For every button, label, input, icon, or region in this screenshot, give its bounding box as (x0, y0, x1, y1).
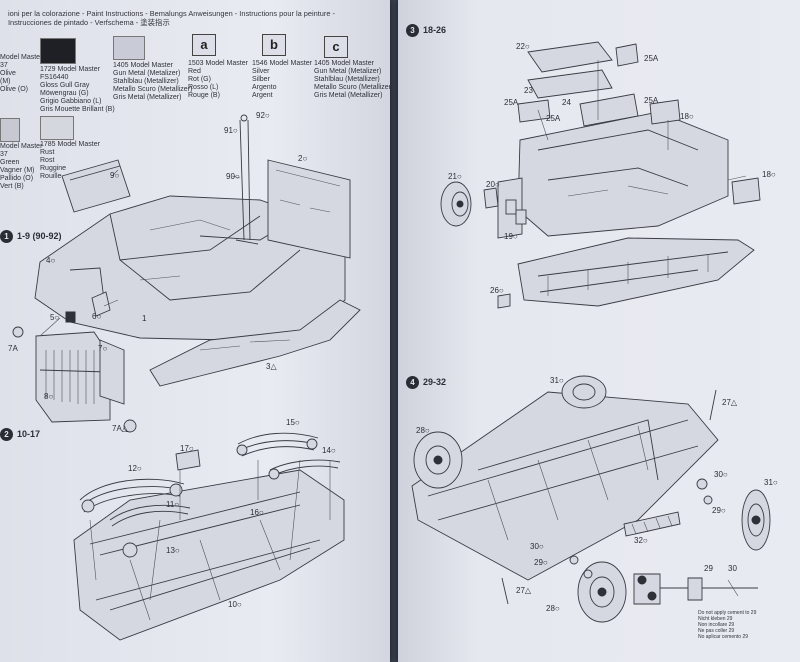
callout-3: 3△ (266, 362, 277, 371)
callout-27-1: 27△ (722, 398, 738, 407)
paint-5: 1405 Model Master Gun Metal (Metalizer) … (314, 60, 390, 99)
callout-9: 9○ (110, 171, 120, 180)
swatch-gun-metal (113, 36, 145, 60)
paint-6: Model Master 37 Green Vagner (M) Pallido… (0, 143, 43, 190)
callout-28-2: 28○ (546, 604, 560, 613)
callout-28-1: 28○ (416, 426, 430, 435)
callout-18-1: 18○ (680, 112, 694, 121)
callout-5: 5○ (50, 313, 60, 322)
left-page: ioni per la colorazione - Paint Instruct… (0, 0, 390, 662)
step-4-diagram (411, 375, 771, 623)
leaf-spring-12 (79, 478, 185, 513)
swatch-green (0, 118, 20, 142)
callout-10: 10○ (228, 600, 242, 609)
callout-11: 11○ (166, 500, 180, 509)
paint-header-line1: ioni per la colorazione - Paint Instruct… (8, 9, 336, 18)
callout-25a-2: 25A (504, 98, 519, 107)
callout-6: 6○ (92, 312, 102, 321)
callout-25a-4: 25A (644, 96, 659, 105)
callout-27-2: 27△ (516, 586, 532, 595)
paint-0: Model Master 37 Olive (M) Olive (O) (0, 54, 43, 93)
paint-1: 1729 Model Master FS16440 Gloss Gull Gra… (40, 66, 115, 113)
callout-24: 24 (562, 98, 571, 107)
paint-4: 1546 Model Master Silver Silber Argento … (252, 60, 312, 99)
step-1-diagram (12, 114, 361, 433)
callout-20: 20○ (486, 180, 500, 189)
paint-header-line2: Instrucciones de pintado - Verfschema - … (8, 18, 170, 27)
callout-92: 92○ (256, 111, 270, 120)
callout-8: 8○ (44, 392, 54, 401)
paint-2: 1405 Model Master Gun Metal (Metalizer) … (113, 62, 193, 101)
callout-4: 4○ (46, 256, 56, 265)
paint-header: ioni per la colorazione - Paint Instruct… (8, 9, 335, 27)
callout-14: 14○ (322, 446, 336, 455)
callout-17: 17○ (180, 444, 194, 453)
inset-axle-detail (633, 573, 758, 605)
paint-letter-c: c (324, 36, 348, 58)
callout-90: 90○ (226, 172, 240, 181)
callout-30-1: 30○ (714, 470, 728, 479)
callout-30-3: 30 (728, 564, 737, 573)
callout-1: 1 (142, 314, 147, 323)
callout-30-2: 30○ (530, 542, 544, 551)
callout-7: 7○ (98, 344, 108, 353)
leaf-spring-11 (109, 504, 191, 558)
callout-25a-3: 25A (546, 114, 561, 123)
callout-7a-b: 7A△ (112, 424, 128, 433)
paint-3: 1503 Model Master Red Rot (G) Rosso (L) … (188, 60, 248, 99)
callout-21: 21○ (448, 172, 462, 181)
callout-31-2: 31○ (764, 478, 778, 487)
callout-13: 13○ (166, 546, 180, 555)
paint-letter-b: b (262, 34, 286, 56)
callout-32: 32○ (634, 536, 648, 545)
callout-91: 91○ (224, 126, 238, 135)
callout-2: 2○ (298, 154, 308, 163)
callout-23: 23 (524, 86, 533, 95)
footnote: Do not apply cement to 29 Nicht kleben 2… (698, 610, 757, 640)
callout-26: 26○ (490, 286, 504, 295)
paint-letter-a: a (192, 34, 216, 56)
swatch-rust (40, 116, 74, 140)
step-2-diagram (73, 432, 345, 641)
callout-22: 22○ (516, 42, 530, 51)
swatch-gull-gray (40, 38, 76, 64)
callout-19: 19○ (504, 232, 518, 241)
callout-15: 15○ (286, 418, 300, 427)
callout-7a: 7A (8, 344, 18, 353)
callout-29-1: 29○ (712, 506, 726, 515)
callout-12: 12○ (128, 464, 142, 473)
callout-16: 16○ (250, 508, 264, 517)
callout-29-2: 29○ (534, 558, 548, 567)
callout-29-3: 29 (704, 564, 713, 573)
step-3-diagram (440, 41, 761, 309)
leaf-spring-14 (268, 459, 341, 480)
callout-25a-1: 25A (644, 54, 659, 63)
callout-18-2: 18○ (762, 170, 776, 179)
callout-31-1: 31○ (550, 376, 564, 385)
leaf-spring-15 (236, 432, 319, 457)
paint-7: 1785 Model Master Rust Rost Ruggine Roui… (40, 141, 100, 180)
